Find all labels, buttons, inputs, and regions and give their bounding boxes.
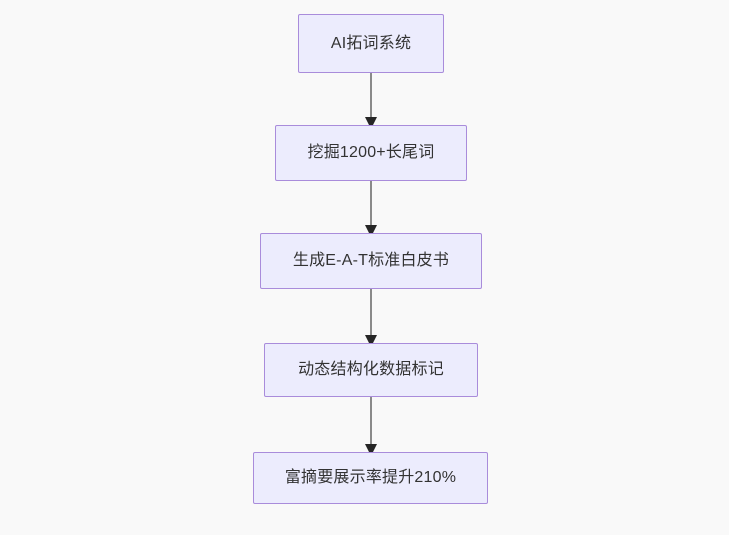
edge-node4-node5	[365, 397, 377, 456]
flow-node-structured-data-markup[interactable]: 动态结构化数据标记	[264, 343, 478, 397]
arrowhead-icon	[365, 335, 377, 347]
flow-node-label: 动态结构化数据标记	[298, 361, 444, 379]
flow-node-eat-whitepaper[interactable]: 生成E-A-T标准白皮书	[260, 233, 482, 289]
edge-node1-node2	[365, 73, 377, 129]
flow-node-label: 富摘要展示率提升210%	[284, 469, 457, 487]
flow-node-label: AI拓词系统	[330, 34, 412, 52]
flow-node-label: 挖掘1200+长尾词	[307, 144, 435, 162]
flow-node-rich-snippet-result[interactable]: 富摘要展示率提升210%	[253, 452, 488, 504]
arrowhead-icon	[365, 225, 377, 237]
edge-node3-node4	[365, 289, 377, 347]
flow-node-ai-keyword-system[interactable]: AI拓词系统	[298, 14, 444, 73]
arrowhead-icon	[365, 117, 377, 129]
edge-node2-node3	[365, 181, 377, 237]
flow-node-longtail-keywords[interactable]: 挖掘1200+长尾词	[275, 125, 467, 181]
flow-node-label: 生成E-A-T标准白皮书	[292, 252, 450, 270]
arrowhead-icon	[365, 444, 377, 456]
